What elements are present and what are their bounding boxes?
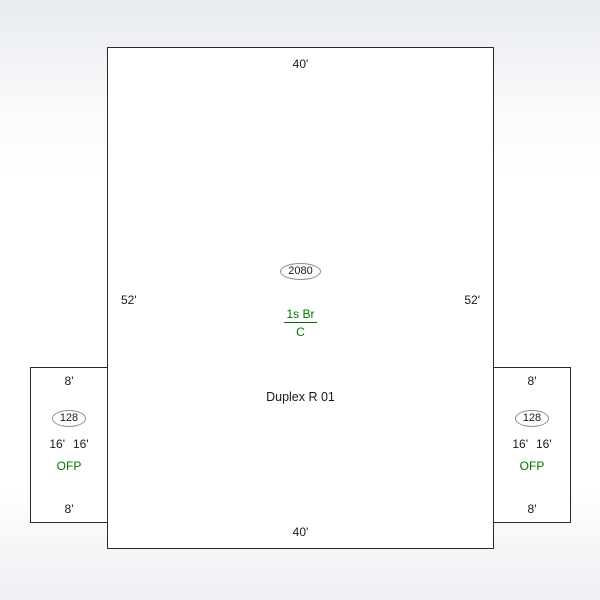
main-building-outline: 40' 2080 52' 52' 1s Br C Duplex R 01 40' <box>107 47 494 549</box>
main-area-row: 2080 <box>108 263 493 280</box>
right-porch-outline: 8' 128 16' 16' OFP 8' <box>493 367 571 523</box>
right-porch-dim-bottom: 8' <box>527 502 537 516</box>
main-story-fraction: 1s Br C <box>108 307 493 339</box>
building-label: Duplex R 01 <box>266 390 335 404</box>
right-porch-area-row: 128 <box>494 410 570 427</box>
story-fraction: 1s Br C <box>284 307 317 339</box>
right-porch-dim-side-a: 16' <box>512 437 528 451</box>
right-porch-type-label: OFP <box>519 459 545 473</box>
left-porch-outline: 8' 128 16' 16' OFP 8' <box>30 367 108 523</box>
story-numerator: 1s Br <box>284 307 317 323</box>
main-area-badge: 2080 <box>280 263 321 280</box>
left-porch-area-badge: 128 <box>51 410 87 427</box>
left-porch-area-row: 128 <box>31 410 107 427</box>
main-dim-left: 52' <box>121 293 137 307</box>
right-porch-dim-side-b: 16' <box>536 437 552 451</box>
left-porch-dim-side-b: 16' <box>73 437 89 451</box>
left-porch-dim-top: 8' <box>64 374 74 388</box>
main-dim-bottom: 40' <box>292 525 309 539</box>
left-porch-type-label: OFP <box>56 459 82 473</box>
story-denominator: C <box>296 325 305 339</box>
main-dim-right: 52' <box>464 293 480 307</box>
right-porch-area-badge: 128 <box>514 410 550 427</box>
right-porch-side-dims: 16' 16' <box>494 437 570 451</box>
left-porch-dim-bottom: 8' <box>64 502 74 516</box>
left-porch-side-dims: 16' 16' <box>31 437 107 451</box>
left-porch-dim-side-a: 16' <box>49 437 65 451</box>
right-porch-dim-top: 8' <box>527 374 537 388</box>
main-dim-top: 40' <box>292 57 309 71</box>
